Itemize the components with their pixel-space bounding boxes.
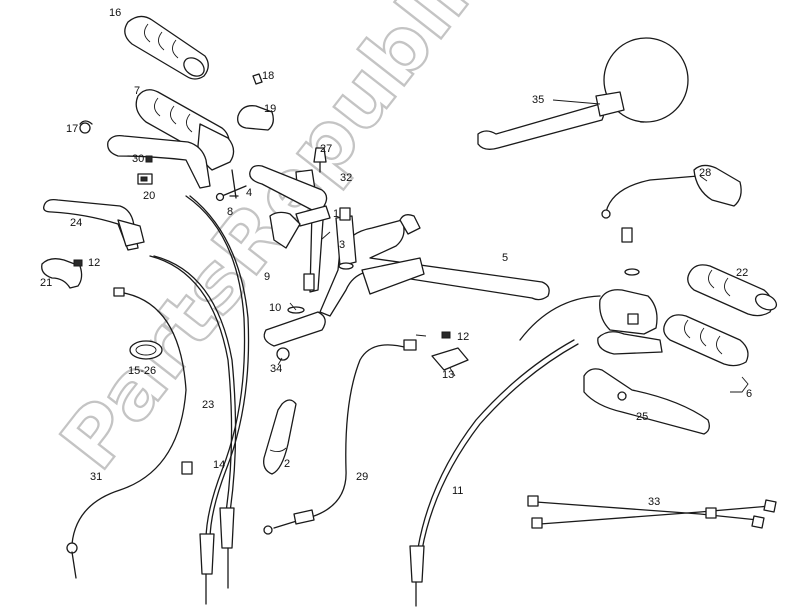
part-labels: 16 7 18 19 17 30 20 27 32 4 8 1 3 5 9 10… — [40, 7, 752, 508]
label-16: 16 — [109, 7, 121, 19]
cable-14 — [149, 255, 237, 589]
throttle-assembly — [79, 89, 235, 189]
grip-left-outer — [124, 15, 209, 80]
label-21: 21 — [40, 277, 52, 289]
grip-6 — [663, 314, 749, 367]
label-32: 32 — [340, 172, 352, 184]
label-9: 9 — [264, 271, 270, 283]
label-24: 24 — [70, 217, 82, 229]
switch-28 — [601, 164, 742, 219]
label-20: 20 — [143, 190, 155, 202]
lever-13 — [431, 331, 469, 371]
screws-4-8 — [215, 169, 247, 202]
label-22: 22 — [736, 267, 748, 279]
label-5: 5 — [502, 252, 508, 264]
label-7: 7 — [134, 85, 140, 97]
label-19: 19 — [264, 103, 276, 115]
label-28: 28 — [699, 167, 711, 179]
label-35: 35 — [532, 94, 544, 106]
label-10: 10 — [269, 302, 281, 314]
label-23: 23 — [202, 399, 214, 411]
clamp-15-26 — [129, 340, 163, 360]
cable-11 — [409, 339, 579, 607]
lever-24 — [41, 198, 145, 289]
label-8: 8 — [227, 206, 233, 218]
leader-lines — [277, 99, 749, 393]
label-14: 14 — [213, 459, 225, 471]
handlebar — [249, 164, 550, 475]
label-34: 34 — [270, 363, 282, 375]
right-controls — [519, 227, 710, 435]
label-12b: 12 — [457, 331, 469, 343]
label-6: 6 — [746, 388, 752, 400]
label-27: 27 — [320, 143, 332, 155]
label-2: 2 — [284, 458, 290, 470]
label-18: 18 — [262, 70, 274, 82]
label-11: 11 — [452, 485, 463, 497]
cable-23 — [181, 195, 250, 605]
small-parts-18-19 — [237, 73, 274, 131]
label-29: 29 — [356, 471, 368, 483]
label-17: 17 — [66, 123, 78, 135]
cable-29 — [263, 339, 417, 535]
mirror-35 — [477, 37, 689, 150]
label-15-26: 15-26 — [128, 365, 156, 377]
label-13: 13 — [442, 369, 454, 381]
grip-22 — [687, 264, 778, 317]
label-3: 3 — [339, 239, 345, 251]
wires-33 — [527, 495, 777, 529]
label-31: 31 — [90, 471, 102, 483]
label-33: 33 — [648, 496, 660, 508]
label-12a: 12 — [88, 257, 100, 269]
label-25: 25 — [636, 411, 648, 423]
label-1: 1 — [333, 208, 339, 220]
label-30: 30 — [132, 153, 144, 165]
label-4: 4 — [246, 187, 252, 199]
cable-31 — [66, 287, 187, 579]
